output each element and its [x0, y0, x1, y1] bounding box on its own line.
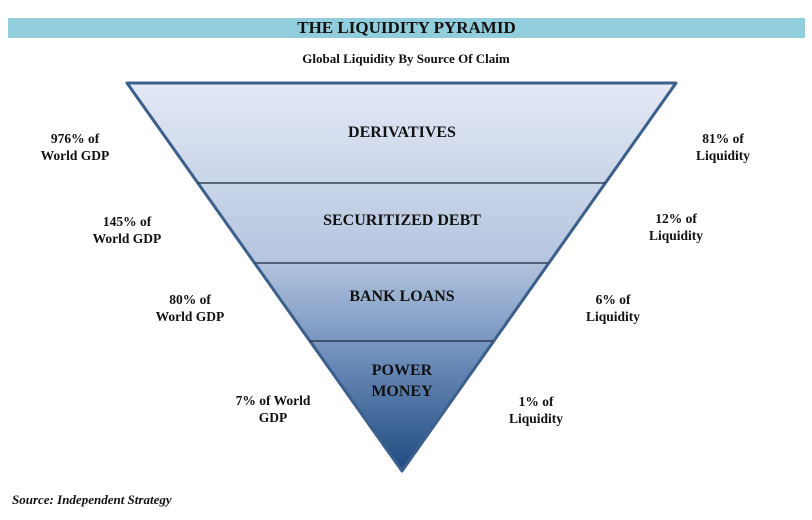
gdp-label-securitized: 145% of World GDP [72, 213, 182, 247]
subtitle: Global Liquidity By Source Of Claim [302, 51, 510, 66]
liquidity-label-derivatives: 81% of Liquidity [668, 130, 778, 164]
label-line: World GDP [40, 148, 110, 163]
label-line: 80% of [169, 292, 211, 307]
label-line: Liquidity [585, 309, 641, 324]
layer-power-money: POWER MONEY [252, 360, 552, 402]
label-line: GDP [258, 410, 288, 425]
layer-securitized-debt: SECURITIZED DEBT [323, 212, 481, 229]
liquidity-label-securitized: 12% of Liquidity [621, 210, 731, 244]
liquidity-label-bank-loans: 6% of Liquidity [558, 291, 668, 325]
layer-name-line: POWER [371, 362, 433, 379]
label-line: 6% of [595, 292, 631, 307]
pyramid-shape [125, 81, 678, 473]
source-note: Source: Independent Strategy [12, 492, 172, 507]
layer-name-line: MONEY [371, 383, 433, 400]
label-line: 145% of [102, 214, 152, 229]
label-line: 976% of [50, 131, 100, 146]
layer-derivatives: DERIVATIVES [348, 124, 456, 141]
layer-bank-loans: BANK LOANS [349, 288, 455, 305]
label-line: Liquidity [648, 228, 704, 243]
label-line: 12% of [655, 211, 697, 226]
label-line: 7% of World [235, 393, 311, 408]
title: THE LIQUIDITY PYRAMID [297, 18, 516, 37]
title-bar: THE LIQUIDITY PYRAMID [8, 18, 805, 38]
gdp-label-derivatives: 976% of World GDP [20, 130, 130, 164]
label-line: World GDP [155, 309, 225, 324]
liquidity-label-power-money: 1% of Liquidity [481, 393, 591, 427]
label-line: 81% of [702, 131, 744, 146]
gdp-label-bank-loans: 80% of World GDP [135, 291, 245, 325]
label-line: Liquidity [508, 411, 564, 426]
label-line: World GDP [92, 231, 162, 246]
label-line: Liquidity [695, 148, 751, 163]
label-line: 1% of [518, 394, 554, 409]
